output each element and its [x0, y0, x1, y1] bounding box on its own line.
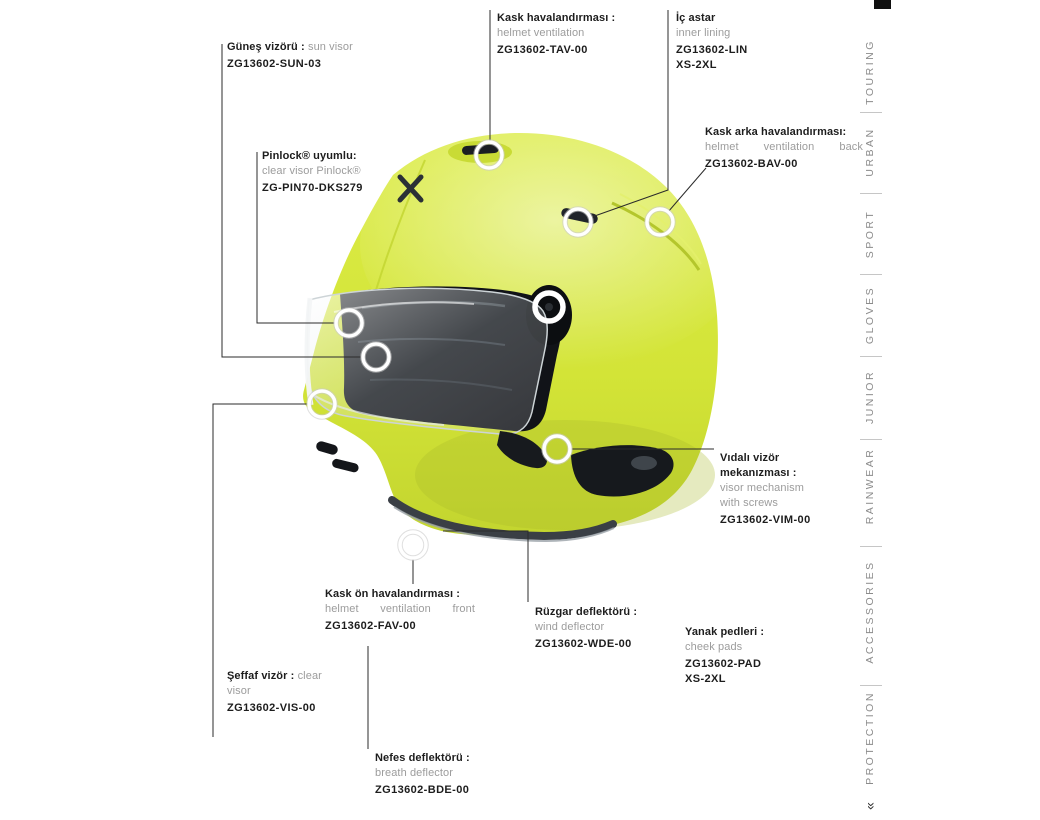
callout-code: ZG13602-VIM-00: [720, 514, 811, 526]
visor-pivot-ring: [532, 290, 566, 324]
ring-front-ventilation: [398, 530, 428, 560]
sidebar-item-rainwear: RAINWEAR: [864, 447, 876, 525]
callout-subtitle: cheek pads: [685, 641, 743, 653]
line-wind-deflector: [443, 530, 529, 602]
line-rear-ventilation: [667, 167, 707, 213]
bottom-trim: [388, 496, 617, 541]
callout-title: Rüzgar deflektörü :: [535, 606, 638, 618]
callout-code: ZG13602-FAV-00: [325, 620, 416, 632]
sidebar-separator: [860, 546, 882, 547]
callout-wind-deflector: Rüzgar deflektörü : wind deflector ZG136…: [535, 605, 637, 652]
sidebar-separator: [860, 112, 882, 113]
line-inner-lining: [588, 10, 669, 219]
sidebar-item-touring: TOURING: [864, 39, 876, 105]
callout-title: Şeffaf vizör :: [227, 670, 295, 682]
sidebar-item-urban: URBAN: [864, 127, 876, 177]
sidebar-item-sport: SPORT: [864, 209, 876, 259]
callout-inner-lining: İç astar inner lining ZG13602-LIN XS-2XL: [676, 11, 748, 73]
ring-sun-visor: [361, 342, 391, 372]
callout-clear-visor: Şeffaf vizör : clear visor ZG13602-VIS-0…: [227, 669, 343, 716]
page-corner-marker: [874, 0, 891, 9]
ring-rear-ventilation: [645, 207, 675, 237]
helmet-illustration: [303, 120, 750, 543]
ring-inner-lining: [563, 207, 593, 237]
callout-code: ZG13602-BAV-00: [705, 158, 798, 170]
callout-subtitle: helmet ventilation back: [705, 141, 863, 153]
callout-rear-ventilation: Kask arka havalandırması: helmet ventila…: [705, 125, 863, 172]
callout-title: Nefes deflektörü :: [375, 752, 470, 764]
callout-subtitle: visor mechanism with screws: [720, 482, 805, 509]
callout-subtitle: clear visor Pinlock®: [262, 165, 361, 177]
callout-rings: [306, 139, 676, 561]
callout-subtitle: wind deflector: [535, 621, 605, 633]
callout-title: Güneş vizörü :: [227, 41, 305, 53]
callout-subtitle: breath deflector: [375, 767, 454, 779]
callout-subtitle: helmet ventilation: [497, 27, 585, 39]
callout-title: Kask havalandırması :: [497, 12, 616, 24]
callout-code: ZG13602-VIS-00: [227, 702, 316, 714]
sidebar-separator: [860, 685, 882, 686]
sidebar-item-gloves: GLOVES: [864, 285, 876, 345]
callout-code: ZG13602-PAD: [685, 658, 762, 670]
callout-code: ZG13602-TAV-00: [497, 44, 588, 56]
ring-visor-mechanism: [542, 434, 572, 464]
sidebar-separator: [860, 439, 882, 440]
callout-code: ZG13602-BDE-00: [375, 784, 470, 796]
callout-visor-mechanism: Vıdalı vizör mekanızması : visor mechani…: [720, 451, 820, 528]
callout-lines: [212, 10, 714, 749]
callout-title: Kask arka havalandırması:: [705, 126, 847, 138]
callout-helmet-ventilation: Kask havalandırması : helmet ventilation…: [497, 11, 615, 58]
callout-code: ZG13602-SUN-03: [227, 58, 322, 70]
callout-title: Pinlock® uyumlu:: [262, 150, 357, 162]
ring-clear-visor: [307, 389, 337, 419]
callout-size: XS-2XL: [685, 673, 726, 685]
chevron-right-icon: »: [863, 802, 880, 810]
callout-subtitle: sun visor: [307, 41, 353, 53]
callout-title: Yanak pedleri :: [685, 626, 765, 638]
sidebar-item-junior: JUNIOR: [864, 369, 876, 425]
callout-front-ventilation: Kask ön havalandırması : helmet ventilat…: [325, 587, 475, 634]
callout-subtitle: inner lining: [676, 27, 731, 39]
callout-code: ZG-PIN70-DKS279: [262, 182, 363, 194]
chin-vent: [316, 441, 338, 455]
sidebar-separator: [860, 274, 882, 275]
line-pinlock: [256, 152, 336, 324]
brand-logo-icon: [397, 174, 424, 203]
callout-subtitle: clear visor: [227, 670, 322, 697]
callout-breath-deflector: Nefes deflektörü : breath deflector ZG13…: [375, 751, 470, 798]
sidebar-item-accessories: ACCESSORIES: [864, 560, 876, 664]
callout-subtitle: helmet ventilation front: [325, 603, 475, 615]
callout-title: Vıdalı vizör mekanızması :: [720, 452, 797, 479]
line-clear-visor: [212, 403, 309, 737]
callout-title: İç astar: [676, 12, 716, 24]
callout-size: XS-2XL: [676, 59, 717, 71]
callout-cheek-pads: Yanak pedleri : cheek pads ZG13602-PAD X…: [685, 625, 764, 687]
line-sun-visor: [221, 44, 363, 358]
sidebar-separator: [860, 193, 882, 194]
callout-code: ZG13602-WDE-00: [535, 638, 632, 650]
callout-code: ZG13602-LIN: [676, 44, 748, 56]
top-vent: [461, 143, 499, 155]
callout-sun-visor: Güneş vizörü : sun visor ZG13602-SUN-03: [227, 40, 353, 72]
sidebar-separator: [860, 356, 882, 357]
callout-title: Kask ön havalandırması :: [325, 588, 461, 600]
sidebar-item-protection: PROTECTION: [864, 691, 876, 785]
ring-helmet-ventilation: [474, 140, 504, 170]
ring-pinlock: [334, 308, 364, 338]
callout-pinlock: Pinlock® uyumlu: clear visor Pinlock® ZG…: [262, 149, 363, 196]
